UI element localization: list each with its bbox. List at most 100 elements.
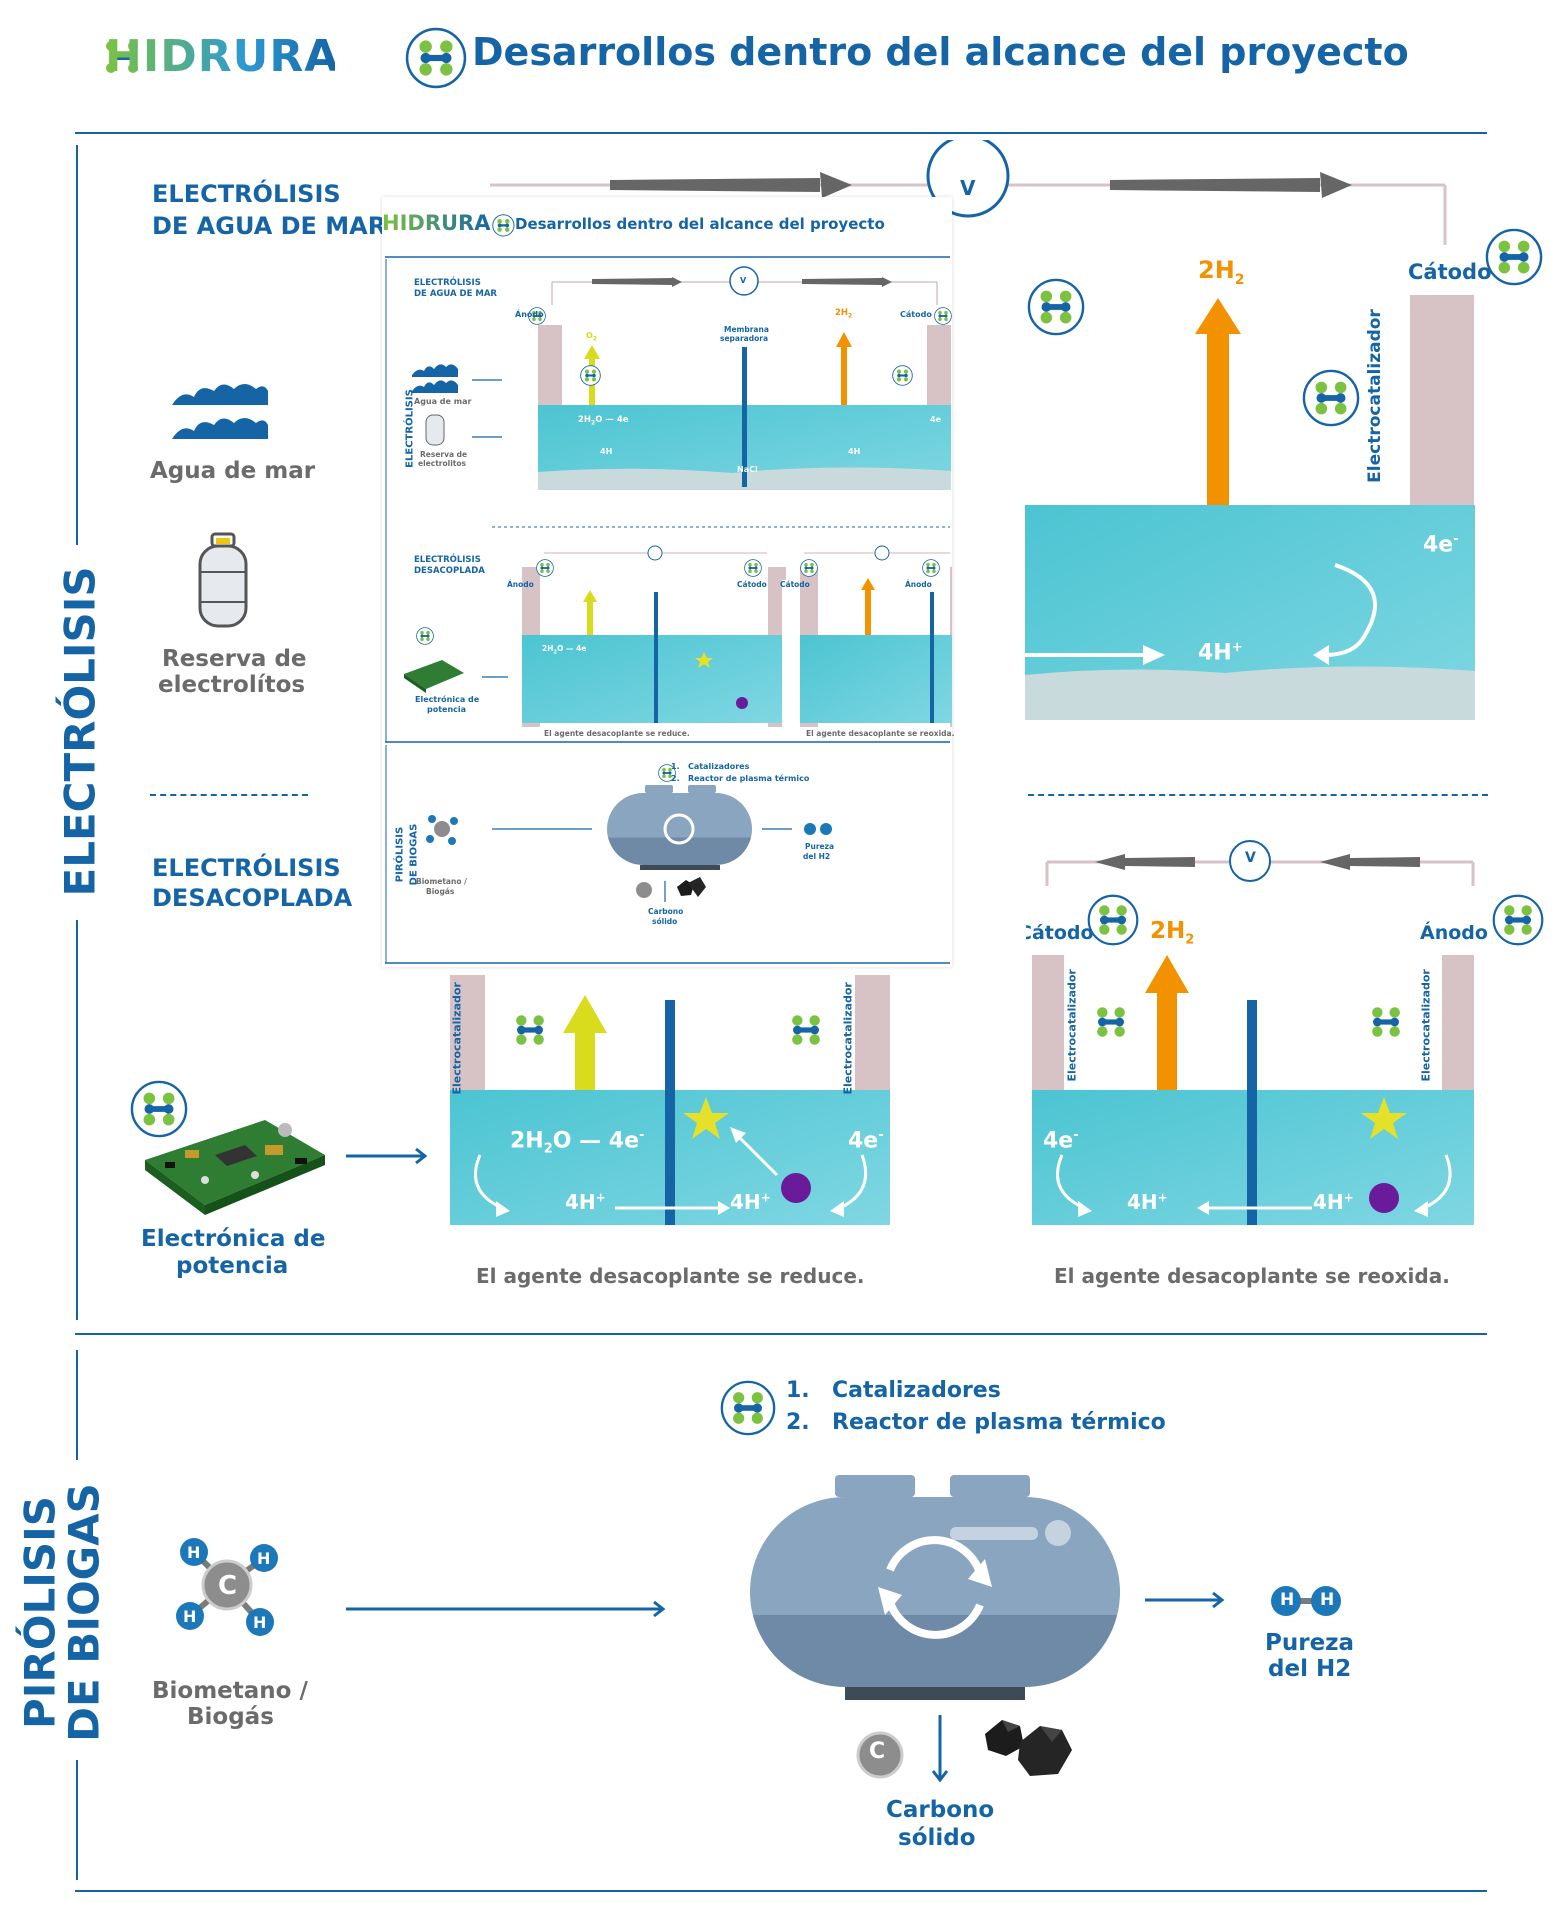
- left-rule-pyro-bot: [76, 1760, 78, 1880]
- h2-arrow-icon: [1195, 298, 1241, 508]
- reoxida-voltmeter: V: [1245, 850, 1256, 866]
- inset-electronica-1: Electrónica de: [415, 695, 480, 704]
- electronica-label-1: Electrónica de: [141, 1226, 326, 1252]
- decoupled-cell-reduce: [450, 975, 890, 1225]
- logo-text: HIDRURA: [105, 31, 340, 82]
- inset-pureza-1: Pureza: [805, 842, 835, 851]
- reoxida-anodo-molecule-icon: [1492, 894, 1544, 946]
- reactor-tank-icon: [750, 1475, 1120, 1700]
- inset-anodo-3: Ánodo: [905, 580, 932, 589]
- inset-reaction-b: O — 4e: [595, 415, 629, 425]
- reduce-electrons-sup: -: [878, 1128, 884, 1143]
- inset-catodo: Cátodo: [900, 310, 932, 319]
- reduce-protons-right-sup: +: [760, 1190, 771, 1205]
- reoxida-h2-label: 2H2: [1150, 918, 1194, 948]
- inset-anodo: Ánodo: [515, 310, 544, 319]
- reduce-electrons-text: 4e: [848, 1128, 879, 1154]
- inset-agua-title-1: ELECTRÓLISIS: [414, 278, 481, 288]
- reoxida-catodo-label: Cátodo: [1018, 922, 1094, 944]
- reduce-electrons: 4e-: [848, 1128, 884, 1153]
- reoxida-electrocatalizador-left: Electrocatalizador: [1065, 969, 1079, 1082]
- reoxida-protons-right-sup: +: [1343, 1190, 1354, 1205]
- inset-reaction-a: 2H: [578, 415, 592, 425]
- reserva-label-1: Reserva de: [162, 646, 307, 672]
- catodo-molecule-icon: [1485, 228, 1543, 286]
- agua-protons: 4H+: [1198, 640, 1243, 665]
- reoxida-electrons-sup: -: [1073, 1128, 1079, 1143]
- agua-voltmeter: V: [960, 176, 976, 200]
- methane-c-label: C: [218, 1571, 238, 1601]
- reoxida-protons-right: 4H+: [1313, 1190, 1354, 1214]
- carbono-label-1: Carbono: [886, 1797, 995, 1823]
- carbon-c-label: C: [869, 1739, 886, 1764]
- biometano-label-1: Biometano /: [152, 1678, 308, 1704]
- pureza-label-2: del H2: [1268, 1656, 1352, 1682]
- reduce-protons-left: 4H+: [565, 1190, 606, 1214]
- inset-nacl: NaCl: [737, 465, 758, 474]
- inset-agua-title-2: DE AGUA DE MAR: [414, 289, 497, 299]
- carbon-arrow: [931, 1715, 949, 1783]
- inset-electronica-2: potencia: [427, 705, 467, 714]
- agua-h2-text: 2H: [1198, 256, 1235, 284]
- section-pirolisis-title-1: PIRÓLISIS: [15, 1496, 65, 1729]
- inset-membrana-2: separadora: [720, 334, 769, 343]
- inset-h2-sub: 2: [848, 312, 853, 320]
- methane-h3-label: H: [183, 1607, 197, 1626]
- step-2-number: 2.: [786, 1410, 810, 1435]
- inset-pirolisis-1: PIRÓLISIS: [394, 826, 406, 883]
- hydrogen-molecule-icon: [1271, 1586, 1341, 1616]
- inset-reaction: 2H2O — 4e: [578, 415, 629, 427]
- reduce-protons-right-text: 4H: [730, 1190, 761, 1214]
- decoupled-cell-reoxida: [1032, 955, 1474, 1225]
- reduce-reaction-sup: -: [639, 1128, 645, 1143]
- pirolisis-molecule-icon: [720, 1380, 776, 1436]
- inset-electrolisis-vertical: ELECTRÓLISIS: [404, 389, 416, 468]
- logo-mark-icon: [106, 41, 138, 73]
- left-anode-molecule-icon: [504, 1004, 556, 1056]
- inset-h2-text: 2H: [835, 308, 849, 318]
- reoxida-protons-left-sup: +: [1157, 1190, 1168, 1205]
- carbono-label-2: sólido: [898, 1825, 976, 1851]
- agua-catodo-label: Cátodo: [1408, 260, 1492, 284]
- step-1-number: 1.: [786, 1378, 810, 1403]
- inset-carbono-2: sólido: [652, 917, 678, 926]
- coal-icon: [985, 1720, 1072, 1776]
- agua-electrons: 4e-: [1423, 532, 1459, 557]
- agua-circuit: [490, 140, 1447, 245]
- inset-reaction-2sub: 2: [553, 649, 557, 656]
- inset-reaction-2: 2H2O — 4e: [542, 644, 586, 656]
- reoxida-electrocatalizador-right: Electrocatalizador: [1419, 969, 1433, 1082]
- pureza-label-1: Pureza: [1265, 1630, 1355, 1656]
- methane-molecule-icon: [176, 1538, 278, 1636]
- middle-divider: [75, 1333, 1487, 1335]
- section-electrolisis-title: ELECTRÓLISIS: [55, 566, 105, 897]
- reduce-electrocatalizador-left: Electrocatalizador: [450, 982, 464, 1095]
- dashed-separator-right: [1028, 794, 1488, 796]
- inset-pureza-2: del H2: [803, 852, 831, 861]
- inset-voltmeter: V: [740, 276, 747, 285]
- electrocatalyst-molecule-icon: [1302, 369, 1360, 427]
- agua-electrons-sup: -: [1453, 532, 1459, 547]
- inset-reserva-2: electrolitos: [418, 459, 466, 468]
- inset-title: Desarrollos dentro del alcance del proye…: [515, 215, 885, 233]
- h2-atom-right: H: [1320, 1590, 1335, 1610]
- methane-h2-label: H: [257, 1549, 271, 1568]
- reoxida-electrons: 4e-: [1043, 1128, 1079, 1153]
- reduce-electrocatalizador-right: Electrocatalizador: [841, 982, 855, 1095]
- inset-o2-text: O: [586, 331, 593, 340]
- inset-protons-2: 4H: [848, 447, 861, 456]
- reoxida-h2-text: 2H: [1150, 918, 1186, 944]
- wave-icon: [172, 384, 268, 439]
- pureza-arrow: [1145, 1591, 1225, 1609]
- gas-cylinder-icon: [198, 532, 248, 628]
- reoxida-h2-sub: 2: [1185, 932, 1195, 948]
- agua-label: Agua de mar: [150, 458, 316, 484]
- methane-h1-label: H: [187, 1543, 201, 1562]
- reduce-reaction-sub: 2: [543, 1141, 553, 1157]
- inset-biometano-2: Biogás: [426, 887, 455, 896]
- inset-desacoplada-1: ELECTRÓLISIS: [414, 555, 481, 565]
- reduce-reaction-b: O — 4e: [552, 1128, 640, 1154]
- agua-h2-sub: 2: [1234, 271, 1245, 288]
- electronica-label-2: potencia: [176, 1253, 289, 1279]
- inset-catodo-2: Cátodo: [737, 580, 767, 589]
